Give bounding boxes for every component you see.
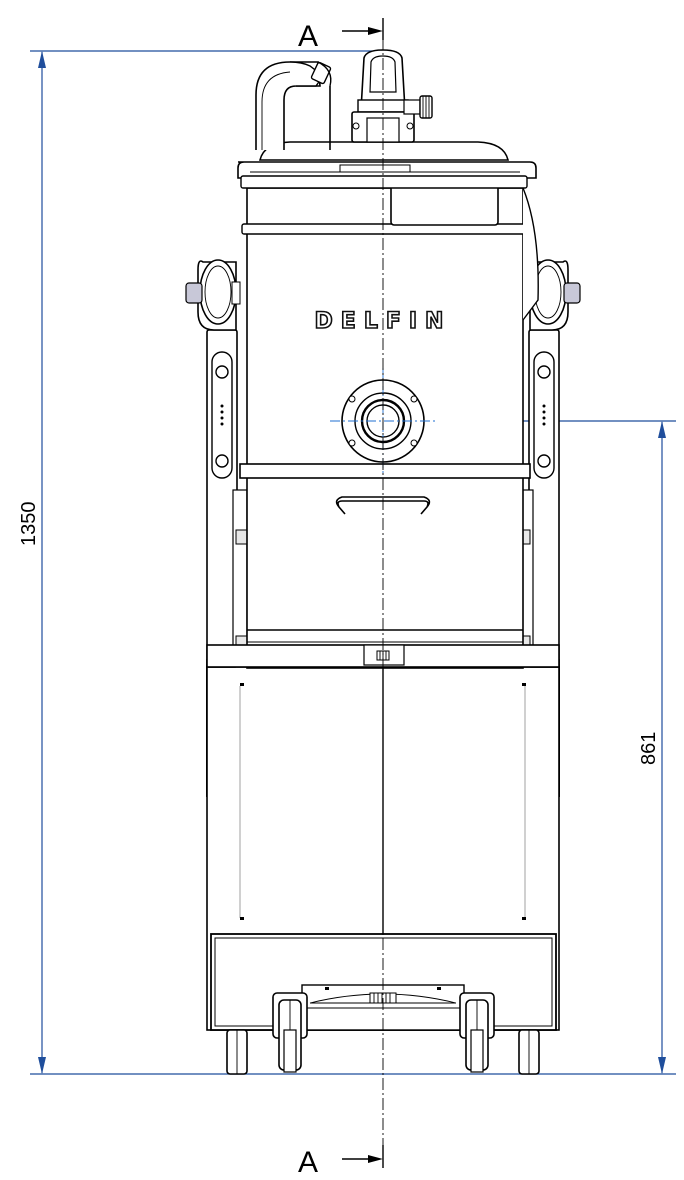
base-chassis: [210, 933, 557, 1031]
section-label-top: A: [298, 20, 318, 53]
side-frame-right: [517, 329, 560, 668]
fixed-wheel-left: [226, 1029, 248, 1075]
outlet-pipe: [255, 61, 332, 150]
dimension-inlet-height-value: 861: [638, 732, 660, 765]
brand-logo: DELFIN: [315, 309, 452, 334]
side-frame-left: [206, 329, 249, 668]
fixed-wheel-right: [518, 1029, 540, 1075]
section-marker-top: A: [298, 18, 384, 53]
dimension-overall-height: 1350: [18, 50, 390, 1075]
section-label-bottom: A: [298, 1146, 318, 1179]
section-marker-bottom: A: [298, 1145, 384, 1179]
handle-knob-left: [185, 259, 241, 331]
caster-left: [272, 992, 308, 1073]
dimension-overall-height-value: 1350: [18, 502, 40, 547]
container-lid: [237, 141, 537, 189]
shaker-assembly: [351, 49, 433, 143]
caster-right: [459, 992, 495, 1073]
